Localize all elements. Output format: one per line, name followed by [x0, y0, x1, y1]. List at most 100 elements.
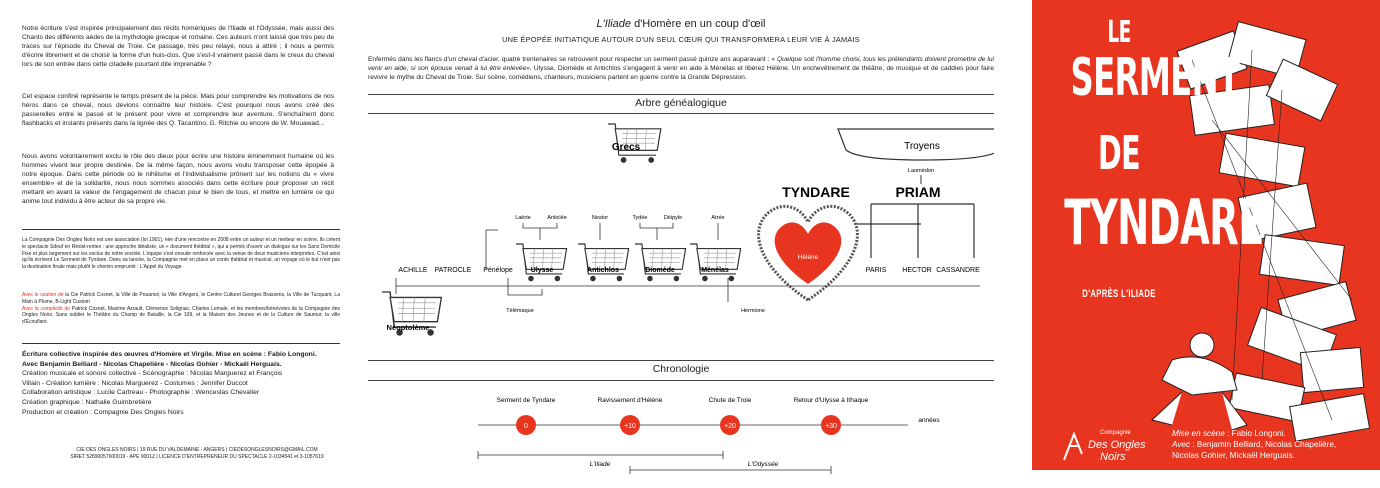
cart-icon: [689, 243, 742, 282]
parent-label: Laërte: [515, 215, 531, 221]
section-rule: [368, 360, 994, 361]
chrono-event: Chute de Troie: [709, 397, 752, 404]
support-label: Avec le soutien de: [22, 292, 64, 298]
poster-subtitle: D'APRÈS L'ILIADE: [1082, 288, 1156, 300]
intro-text: Enfermés dans les flancs d'un cheval d'a…: [368, 55, 994, 82]
credits-cast: Avec Benjamin Belliard - Nicolas Chapeli…: [22, 360, 282, 368]
poster-panel: LE SERMENT DE TYNDARE D'APRÈS L'ILIADE C…: [1012, 0, 1380, 488]
intro-a: Enfermés dans les flancs d'un cheval d'a…: [368, 56, 777, 63]
mise-value: : Fabio Longoni.: [1224, 429, 1286, 438]
section-rule: [368, 113, 994, 114]
helene-label: Hélène: [798, 254, 819, 261]
trojan-label: HECTOR: [902, 267, 931, 274]
logo-top-text: Compagnie: [1100, 430, 1131, 436]
avec-label: Avec: [1172, 440, 1191, 449]
tyndare-label: TYNDARE: [782, 184, 850, 200]
poster-title-de: DE: [1098, 126, 1141, 180]
credits-writing: Écriture collective inspirée des œuvres …: [22, 351, 317, 358]
left-panel: Notre écriture s'est inspirée principale…: [22, 0, 340, 488]
company-logo: Compagnie Des Ongles Noirs: [1063, 430, 1146, 463]
credits-line: Collaboration artistique : Lucile Cartre…: [22, 389, 260, 397]
chrono-marker: [821, 415, 841, 435]
intro-paragraph-2: Cet espace confiné représente le temps p…: [22, 93, 334, 127]
warrior-figure: [1150, 332, 1248, 431]
divider: [22, 229, 340, 230]
footer-address: CIE DES ONGLES NOIRS | 19 RUE DU VALDEMA…: [76, 447, 318, 453]
troyens-bowl-icon: [837, 128, 994, 161]
chrono-event: Serment de Tyndare: [497, 397, 556, 404]
troyens-label: Troyens: [904, 141, 940, 152]
odyssee-label: L'Odyssée: [748, 461, 779, 468]
parent-label: Nestor: [592, 215, 608, 221]
row-label: PATROCLE: [435, 267, 472, 274]
section-rule: [368, 380, 994, 381]
poster: LE SERMENT DE TYNDARE D'APRÈS L'ILIADE C…: [1032, 0, 1380, 470]
intro-paragraph-3: Nous avons volontairement exclu le rôle …: [22, 153, 334, 205]
telemaque-label: Télémaque: [506, 308, 534, 314]
neoptoleme-label: Néoptolème: [387, 323, 430, 332]
parent-label: Déipyle: [664, 215, 682, 221]
support-value: la Cie Patrick Cosnet, la Ville de Pouan…: [22, 292, 340, 305]
mise-label: Mise en scène: [1172, 429, 1225, 438]
page-title: L'Iliade d'Homère en un coup d'œil: [368, 18, 994, 30]
horse-sculpture-image: [1150, 21, 1371, 442]
poster-credits: Mise en scène : Fabio Longoni. Avec : Be…: [1172, 428, 1372, 461]
chrono-value: +10: [624, 423, 636, 430]
poster-title-tyndare: TYNDARE: [1064, 186, 1264, 259]
cart-label: Antichlos: [587, 267, 619, 274]
row-label: ACHILLE: [398, 267, 428, 274]
axis-label: années: [918, 417, 940, 424]
chrono-value: +30: [825, 423, 837, 430]
cart-label: Ulysse: [531, 267, 554, 274]
complicity-value: Patrick Cosnet, Maxime Azrault, Clémence…: [22, 305, 340, 326]
logo-main-text: Des Ongles: [1088, 439, 1146, 451]
company-description: La Compagnie Des Ongles Noirs est une as…: [22, 237, 340, 271]
middle-panel: L'Iliade d'Homère en un coup d'œil UNE É…: [368, 0, 994, 488]
chrono-marker: [516, 415, 536, 435]
parent-label: Tydée: [633, 215, 648, 221]
chrono-title: Chronologie: [652, 363, 710, 375]
chrono-marker: [620, 415, 640, 435]
intro-paragraph-1: Notre écriture s'est inspirée principale…: [22, 25, 334, 68]
parent-label: Atrée: [711, 215, 724, 221]
poster-title-serment: SERMENT: [1070, 48, 1240, 108]
chrono-marker: [720, 415, 740, 435]
credits-block: Écriture collective inspirée des œuvres …: [22, 350, 340, 417]
credits-line: Villain - Création lumière : Nicolas Mar…: [22, 379, 248, 387]
logo-main-text-2: Noirs: [1100, 451, 1126, 463]
title-rest: d'Homère en un coup d'œil: [631, 18, 766, 30]
footer-license: SIRET 52890057600019 - APE 9001Z | LICEN…: [70, 454, 324, 460]
chrono-value: +20: [724, 423, 736, 430]
trojan-label: CASSANDRE: [936, 267, 980, 274]
complicity-label: Avec la complicité de: [22, 305, 71, 312]
cart-label: Ménélas: [701, 267, 729, 274]
credits-line: Création graphique : Nathalie Guimbretiè…: [22, 398, 152, 406]
chrono-event: Retour d'Ulysse à Ithaque: [794, 397, 869, 404]
avec-value-2: Nicolas Gohier, Mickaël Herguais.: [1172, 451, 1295, 460]
chrono-value: 0: [524, 423, 528, 430]
priam-label: PRIAM: [895, 184, 940, 200]
credits-line: Création musicale et sonore collective -…: [22, 370, 283, 378]
laomedon-label: Laomédon: [908, 168, 934, 174]
cart-icon: [634, 243, 687, 282]
heart-icon: Hélène: [757, 204, 859, 302]
section-rule: [368, 94, 994, 95]
parent-label: Anticlée: [547, 215, 567, 221]
support-text: Avec le soutien de la Cie Patrick Cosnet…: [22, 292, 340, 326]
poster-title-le: LE: [1107, 15, 1131, 50]
cart-label: Diomède: [645, 267, 675, 274]
divider: [22, 343, 340, 344]
cart-icon: [577, 243, 630, 282]
hermione-label: Hermione: [741, 308, 765, 314]
tree-and-chrono-graphics: Grecs Troyens TYNDARE PRIAM Laomédon Hél…: [381, 123, 994, 474]
iliade-label: L'Iliade: [590, 461, 611, 468]
company-footer: CIE DES ONGLES NOIRS | 19 RUE DU VALDEMA…: [52, 447, 342, 461]
avec-value: : Benjamin Belliard, Nicolas Chapelière,: [1190, 440, 1337, 449]
trojan-label: PARIS: [866, 267, 887, 274]
chrono-event: Ravissement d'Hélène: [598, 397, 663, 404]
intro-quote: Quelque soit l'homme choisi, tous les pr…: [368, 56, 994, 72]
tree-title: Arbre généalogique: [635, 97, 727, 109]
grecs-label: Grecs: [612, 142, 641, 153]
row-label: Pénélope: [483, 267, 513, 274]
page-subtitle: UNE ÉPOPÉE INITIATIQUE AUTOUR D'UN SEUL …: [502, 35, 860, 44]
